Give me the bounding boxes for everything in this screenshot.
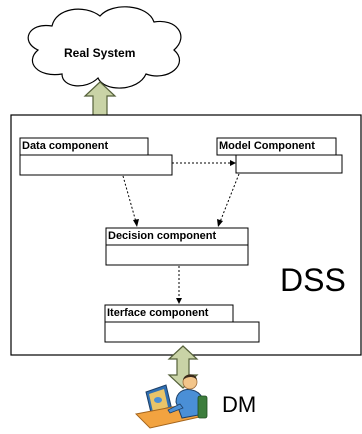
model-to-decision-connector (219, 173, 240, 223)
model-component-box (216, 137, 343, 174)
arrowheads (133, 160, 236, 304)
interface-component-label: Iterface component (107, 307, 209, 319)
data-component-box (19, 137, 173, 176)
decision-component-label: Decision component (108, 230, 217, 242)
real-system-label: Real System (64, 46, 136, 60)
model-component-label: Model Component (219, 140, 315, 152)
dm-label: DM (222, 392, 257, 417)
dotted-connectors (122, 162, 240, 299)
person-at-computer-icon (134, 374, 208, 429)
dss-label: DSS (280, 262, 346, 298)
data-component-label: Data component (22, 140, 109, 152)
decision-component-box (105, 227, 249, 266)
real-system-cloud (27, 6, 182, 89)
interface-component-box (104, 304, 260, 343)
